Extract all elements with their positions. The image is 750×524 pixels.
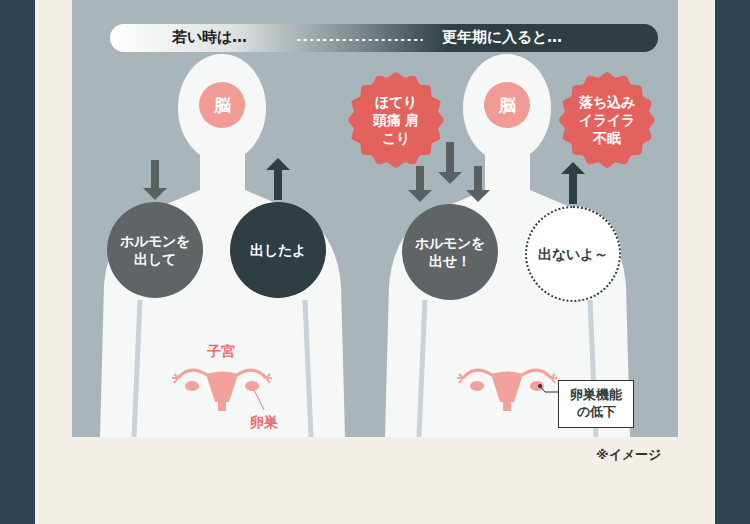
node-text: ホルモンを 出せ！ xyxy=(411,234,489,270)
flow-arrow xyxy=(143,160,167,200)
title-text: 更年期に入ると… xyxy=(442,28,562,48)
reply-circle: 出したよ xyxy=(230,202,326,298)
symptom-burst: ほてり 頭痛 肩こり xyxy=(348,72,444,168)
node-text: 出ないよ～ xyxy=(530,245,616,263)
node-text: 落ち込み イライラ 不眠 xyxy=(575,93,639,148)
title-text: 若い時は… xyxy=(172,28,247,48)
flow-arrow xyxy=(561,162,585,204)
leader-line xyxy=(254,390,264,410)
node-text: 出したよ xyxy=(239,241,317,259)
part-label: 子宮 xyxy=(207,343,235,361)
grey-panel xyxy=(72,0,678,437)
left-silhouette xyxy=(100,54,345,437)
paper-panel xyxy=(35,0,715,524)
callout-box: 卵巣機能 の低下 xyxy=(558,380,634,428)
brain-circle: 脳 xyxy=(199,82,245,128)
leader-line xyxy=(540,386,558,392)
node-text: ほてり 頭痛 肩こり xyxy=(371,93,421,148)
node-text: 脳 xyxy=(487,94,527,116)
title-bar: 若い時は… 更年期に入ると… xyxy=(110,24,658,52)
part-label: 卵巣 xyxy=(250,414,278,432)
reply-circle: 出ないよ～ xyxy=(525,206,621,302)
uterus-icon xyxy=(172,370,272,411)
flow-arrow xyxy=(266,158,290,200)
left-arm-lines xyxy=(134,300,311,437)
signal-circle: ホルモンを 出して xyxy=(107,202,203,298)
brain-circle: 脳 xyxy=(484,82,530,128)
node-text: 卵巣機能 の低下 xyxy=(565,387,627,421)
symptom-burst: 落ち込み イライラ 不眠 xyxy=(559,72,655,168)
node-text: 脳 xyxy=(202,94,242,116)
node-text: ホルモンを 出して xyxy=(116,232,194,268)
note-text: ※イメージ xyxy=(596,446,661,464)
uterus-icon xyxy=(457,370,557,411)
leader-dot xyxy=(538,384,542,388)
signal-circle: ホルモンを 出せ！ xyxy=(402,204,498,300)
